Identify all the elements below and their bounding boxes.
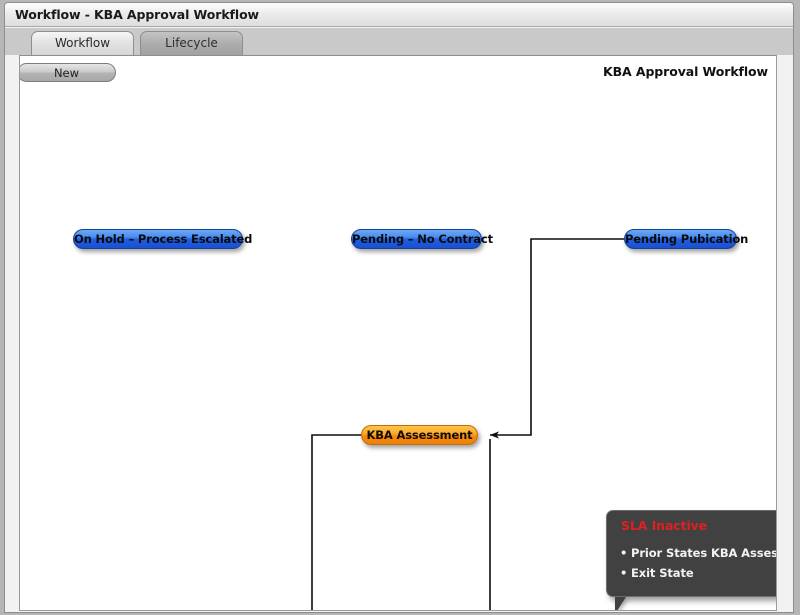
- sla-tooltip-title: SLA Inactive: [621, 518, 708, 533]
- bullet-icon: •: [620, 566, 628, 580]
- sla-tooltip-pointer: [615, 597, 633, 610]
- window-title: Workflow - KBA Approval Workflow: [15, 7, 260, 22]
- sla-tooltip-row-prior-states: •Prior States KBA Assessment: [620, 546, 777, 560]
- toolbar: New KBA Approval Workflow: [20, 56, 776, 89]
- tab-lifecycle[interactable]: Lifecycle: [140, 31, 243, 55]
- sla-row-text: Prior States KBA Assessment: [631, 546, 777, 560]
- workflow-heading: KBA Approval Workflow: [603, 64, 768, 79]
- new-button[interactable]: New: [20, 63, 116, 82]
- node-pending-no-contract[interactable]: Pending – No Contract: [351, 229, 493, 249]
- title-bar: Workflow - KBA Approval Workflow: [5, 3, 793, 27]
- sla-tooltip-row-exit-state: •Exit State: [620, 566, 694, 580]
- sla-row-text: Exit State: [631, 566, 694, 580]
- tab-strip: Workflow Lifecycle: [5, 28, 793, 55]
- content-panel: New KBA Approval Workflow: [19, 55, 777, 611]
- tab-workflow[interactable]: Workflow: [31, 31, 134, 55]
- workflow-canvas[interactable]: On Hold – Process Escalated Pending – No…: [20, 89, 776, 610]
- edge-pendingpub-to-kba: [490, 238, 624, 439]
- node-on-hold-process-escalated[interactable]: On Hold – Process Escalated: [73, 229, 252, 249]
- window-inner: Workflow - KBA Approval Workflow Workflo…: [4, 2, 794, 613]
- edge-kba-to-rejected: [489, 439, 491, 610]
- edge-kba-to-approved: [311, 434, 361, 610]
- node-pending-pubication[interactable]: Pending Pubication: [624, 229, 748, 249]
- sla-tooltip: SLA Inactive •Prior States KBA Assessmen…: [606, 510, 777, 610]
- node-kba-assessment[interactable]: KBA Assessment: [361, 425, 478, 445]
- bullet-icon: •: [620, 546, 628, 560]
